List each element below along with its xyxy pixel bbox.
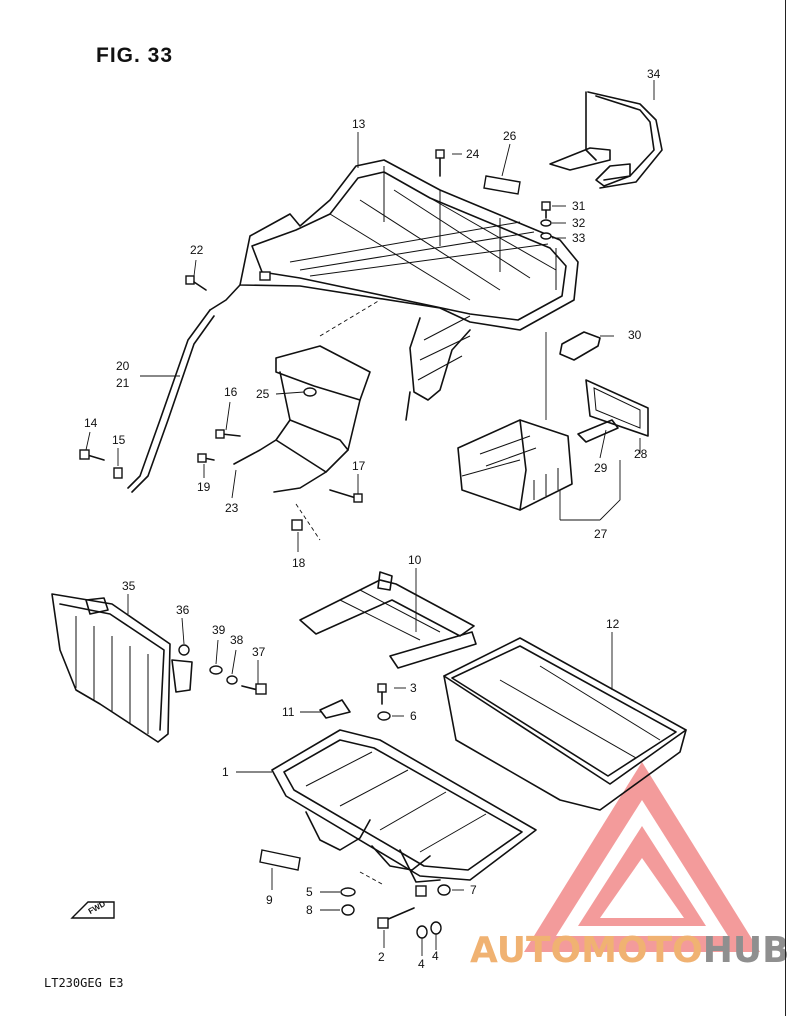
bolt-24-head — [435, 149, 445, 159]
callout-18: 18 — [292, 556, 306, 570]
callout-35: 35 — [122, 579, 136, 593]
callout-22: 22 — [190, 243, 204, 257]
callout-20: 20 — [116, 359, 130, 373]
connector-lines — [295, 299, 383, 885]
rear-carrier-13 — [209, 159, 579, 421]
callout-25: 25 — [256, 387, 270, 401]
model-code: LT230GEG E3 — [44, 976, 124, 990]
callout-7: 7 — [470, 883, 477, 897]
callout-39: 39 — [212, 623, 226, 637]
leader-lines — [85, 80, 655, 956]
callout-24: 24 — [466, 147, 480, 161]
label-9 — [259, 849, 301, 871]
callout-37: 37 — [252, 645, 266, 659]
callout-23: 23 — [225, 501, 239, 515]
callout-19: 19 — [197, 480, 211, 494]
front-carrier-1 — [259, 729, 537, 883]
callout-17: 17 — [352, 459, 366, 473]
carrier-hardware — [435, 149, 552, 240]
callout-29: 29 — [594, 461, 608, 475]
callout-3: 3 — [410, 681, 417, 695]
carrier-stay-20-21 — [79, 275, 215, 493]
callout-10: 10 — [408, 553, 422, 567]
callout-16: 16 — [224, 385, 238, 399]
callout-26: 26 — [503, 129, 517, 143]
callout-6: 6 — [410, 709, 417, 723]
watermark-logo — [524, 762, 760, 952]
callout-4b: 4 — [432, 949, 439, 963]
callout-9: 9 — [266, 893, 273, 907]
watermark-text: AUTOMOTOHUB — [470, 930, 790, 971]
figure-title: FIG. 33 — [96, 44, 174, 67]
callout-15: 15 — [112, 433, 126, 447]
callout-34: 34 — [647, 67, 661, 81]
callout-38: 38 — [230, 633, 244, 647]
callout-27: 27 — [594, 527, 608, 541]
callout-1: 1 — [222, 765, 229, 779]
callout-11: 11 — [282, 705, 295, 719]
callout-12: 12 — [606, 617, 620, 631]
page-edge — [785, 0, 800, 1016]
callout-21: 21 — [116, 376, 130, 390]
fwd-arrow-icon — [70, 901, 115, 919]
label-26 — [483, 175, 521, 195]
callout-32: 32 — [572, 216, 586, 230]
brace-10 — [299, 571, 477, 721]
front-guard-35 — [51, 593, 267, 743]
watermark-text-accent: AUTOMOTO — [470, 930, 703, 971]
watermark-text-gray: HUB — [702, 930, 790, 971]
callout-13: 13 — [352, 117, 366, 131]
bolt-31-head — [541, 201, 551, 211]
bracket-23-25 — [197, 345, 371, 531]
callout-30: 30 — [628, 328, 642, 342]
tray-12 — [443, 637, 687, 811]
front-carrier-hardware — [340, 884, 451, 939]
callout-2: 2 — [378, 950, 385, 964]
callout-36: 36 — [176, 603, 190, 617]
callout-31: 31 — [572, 199, 586, 213]
callout-33: 33 — [572, 231, 586, 245]
callout-28: 28 — [634, 447, 648, 461]
callout-5: 5 — [306, 885, 313, 899]
callout-4a: 4 — [418, 957, 425, 971]
rear-guard-34 — [549, 91, 663, 189]
callout-8: 8 — [306, 903, 313, 917]
storage-box-27 — [457, 331, 649, 511]
callout-14: 14 — [84, 416, 98, 430]
